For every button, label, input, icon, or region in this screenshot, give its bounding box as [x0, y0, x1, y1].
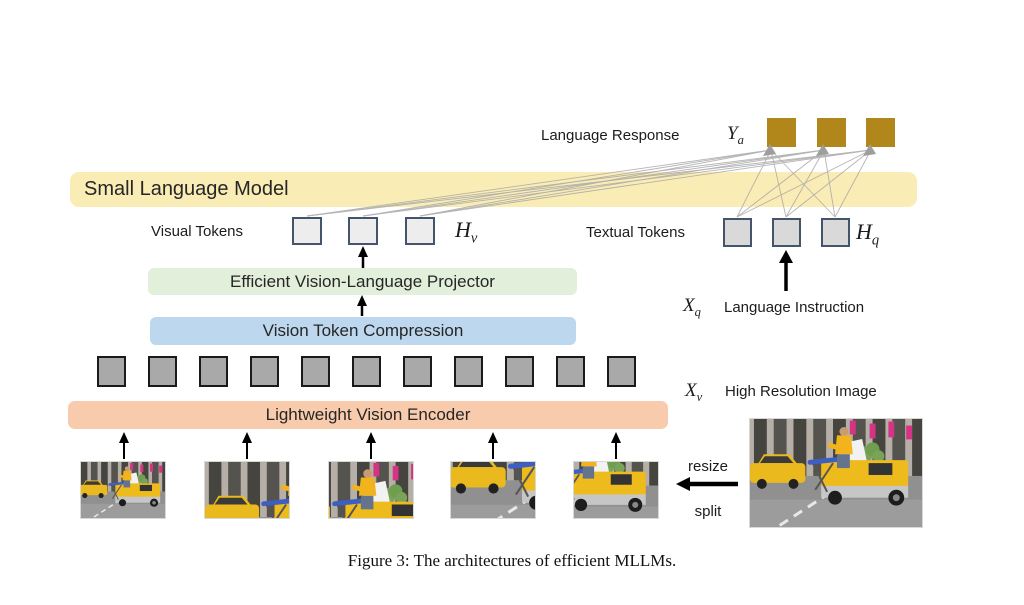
- textual-token: [772, 218, 801, 247]
- image-patch-split-4: [573, 461, 659, 519]
- visual-token: [292, 217, 322, 245]
- vision-token-compression-block: Vision Token Compression: [150, 317, 576, 345]
- vision-patch-token: [97, 356, 126, 387]
- vision-patch-token: [148, 356, 177, 387]
- vision-patch-token: [352, 356, 381, 387]
- vision-patch-token: [454, 356, 483, 387]
- image-patch-split-2: [328, 461, 414, 519]
- xv-symbol: Xv: [685, 380, 703, 404]
- response-token: [817, 118, 846, 147]
- lightweight-vision-encoder-block: Lightweight Vision Encoder: [68, 401, 668, 429]
- language-instruction-label: Language Instruction: [724, 299, 865, 316]
- visual-tokens-label: Visual Tokens: [151, 223, 244, 240]
- compression-label: Vision Token Compression: [262, 321, 464, 340]
- left-arrow-resize-split: [676, 477, 738, 491]
- textual-tokens-label: Textual Tokens: [586, 224, 685, 241]
- vision-patch-token: [556, 356, 585, 387]
- ya-symbol: Ya: [727, 123, 744, 147]
- encoder-label: Lightweight Vision Encoder: [265, 405, 471, 424]
- split-label: split: [694, 503, 722, 520]
- up-arrow-compression-to-projector: [357, 295, 367, 316]
- image-patch-split-1: [204, 461, 290, 519]
- image-patch-resized: [80, 461, 166, 519]
- visual-token: [405, 217, 435, 245]
- projector-label: Efficient Vision-Language Projector: [230, 271, 495, 291]
- vision-patch-token: [607, 356, 636, 387]
- high-resolution-image: [749, 418, 923, 528]
- hv-symbol: Hv: [455, 217, 478, 247]
- up-arrows-patches-to-encoder: [119, 432, 621, 459]
- up-arrow-projector-to-token: [358, 246, 368, 268]
- vision-patch-token: [199, 356, 228, 387]
- textual-token: [723, 218, 752, 247]
- vision-patch-token: [250, 356, 279, 387]
- resize-label: resize: [687, 458, 728, 475]
- response-token: [866, 118, 895, 147]
- visual-token: [348, 217, 378, 245]
- small-language-model-label: Small Language Model: [84, 178, 289, 200]
- response-token: [767, 118, 796, 147]
- language-response-label: Language Response: [541, 127, 680, 144]
- vision-patch-token: [505, 356, 534, 387]
- xq-symbol: Xq: [683, 295, 701, 319]
- image-patch-split-3: [450, 461, 536, 519]
- textual-token: [821, 218, 850, 247]
- up-arrow-instruction-to-textual-token: [779, 250, 793, 291]
- small-language-model-block: Small Language Model: [70, 172, 917, 207]
- figure-caption: Figure 3: The architectures of efficient…: [347, 551, 677, 570]
- vision-patch-token: [301, 356, 330, 387]
- hq-symbol: Hq: [856, 219, 880, 249]
- vision-patch-token: [403, 356, 432, 387]
- vision-language-projector-block: Efficient Vision-Language Projector: [148, 268, 577, 295]
- high-resolution-image-label: High Resolution Image: [725, 383, 877, 400]
